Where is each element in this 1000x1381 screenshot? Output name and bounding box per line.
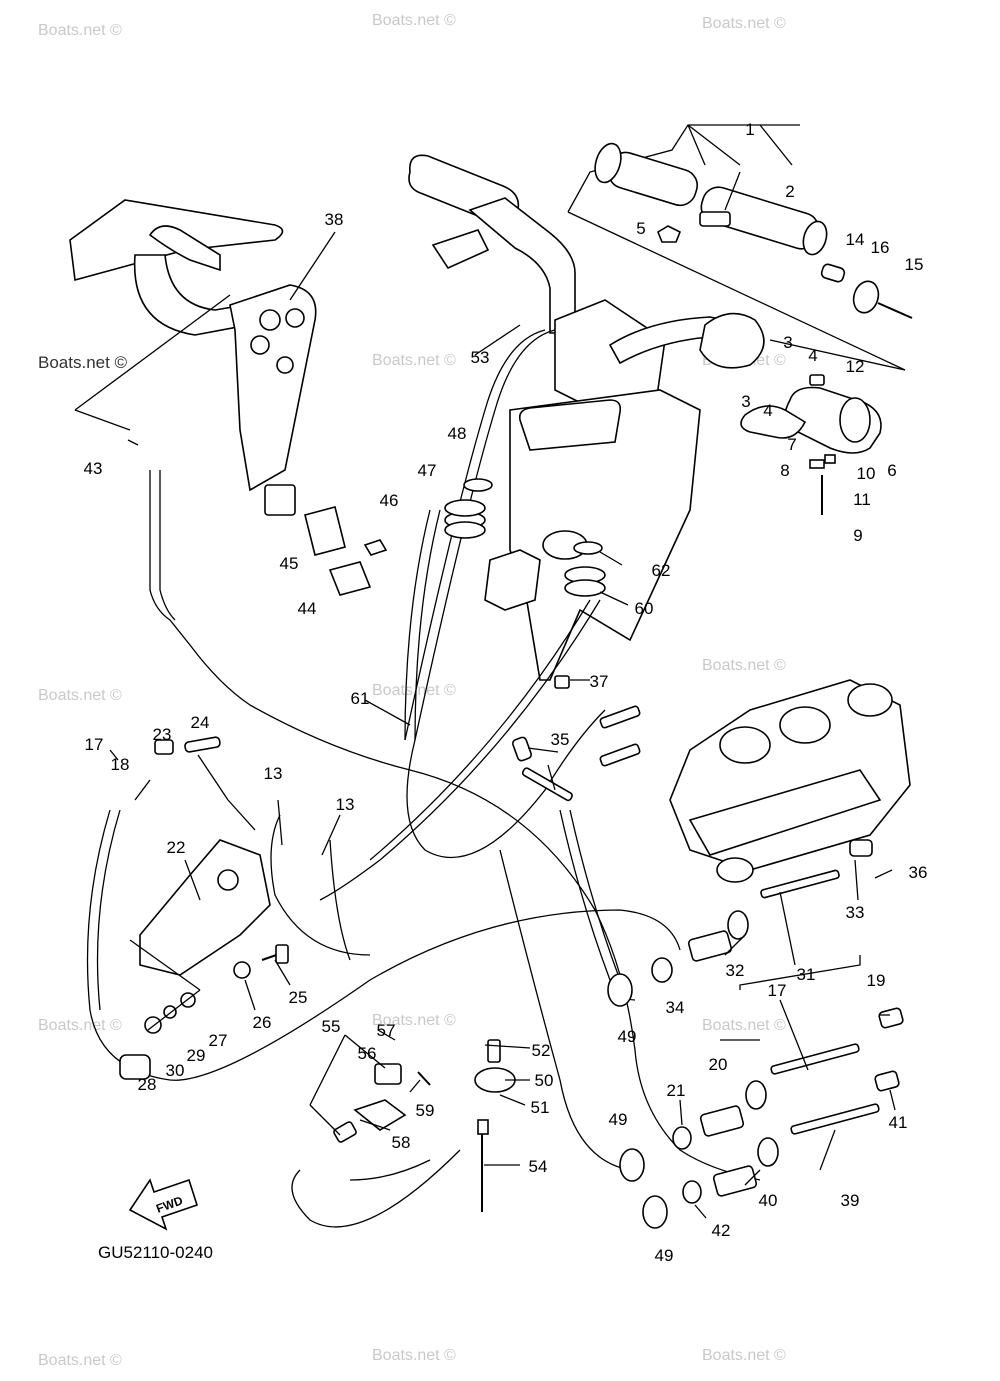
watermark: Boats.net © — [372, 352, 456, 369]
callout-59: 59 — [416, 1101, 435, 1120]
callout-45: 45 — [280, 554, 299, 573]
callout-43: 43 — [84, 459, 103, 478]
callout-2: 2 — [785, 182, 794, 201]
fittings — [119, 478, 904, 1229]
callout-28: 28 — [138, 1075, 157, 1094]
diagram-code: GU52110-0240 — [98, 1243, 213, 1262]
callout-56: 56 — [358, 1044, 377, 1063]
watermark: Boats.net © — [702, 1017, 786, 1034]
grip-assembly — [567, 124, 913, 371]
callout-34: 34 — [666, 998, 685, 1017]
watermark: Boats.net © — [38, 1352, 122, 1369]
callout-53: 53 — [471, 348, 490, 367]
callout-42: 42 — [712, 1221, 731, 1240]
callout-18: 18 — [111, 755, 130, 774]
callout-numbers: 1 2 3 3 4 4 5 6 7 8 9 10 11 12 13 13 14 … — [84, 120, 928, 1265]
callout-8: 8 — [780, 461, 789, 480]
callout-41: 41 — [889, 1113, 908, 1132]
callout-61: 61 — [351, 689, 370, 708]
callout-5: 5 — [636, 219, 645, 238]
callout-39: 39 — [841, 1191, 860, 1210]
watermark: Boats.net © — [372, 682, 456, 699]
callout-52: 52 — [532, 1041, 551, 1060]
callout-6: 6 — [887, 461, 896, 480]
callout-47: 47 — [418, 461, 437, 480]
callout-29: 29 — [187, 1046, 206, 1065]
callout-22: 22 — [167, 838, 186, 857]
callout-49: 49 — [655, 1246, 674, 1265]
callout-1: 1 — [745, 120, 754, 139]
callout-54: 54 — [529, 1157, 548, 1176]
callout-58: 58 — [392, 1133, 411, 1152]
callout-14: 14 — [846, 230, 865, 249]
watermark: Boats.net © — [372, 1012, 456, 1029]
switch-housing — [740, 339, 906, 515]
callout-62: 62 — [652, 561, 671, 580]
watermark: Boats.net © — [372, 12, 456, 29]
watermarks: Boats.net © Boats.net © Boats.net © Boat… — [38, 12, 786, 1369]
callout-38: 38 — [325, 210, 344, 229]
callout-30: 30 — [166, 1061, 185, 1080]
watermark: Boats.net © — [702, 15, 786, 32]
throttle-lever — [69, 199, 317, 516]
callout-37: 37 — [590, 672, 609, 691]
carburetor-body — [669, 679, 911, 883]
cables — [86, 329, 761, 1228]
watermark: Boats.net © — [702, 657, 786, 674]
callout-51: 51 — [531, 1098, 550, 1117]
callout-9: 9 — [853, 526, 862, 545]
callout-12: 12 — [846, 357, 865, 376]
callout-19: 19 — [867, 971, 886, 990]
fwd-arrow: FWD — [128, 1178, 199, 1231]
callout-13: 13 — [264, 764, 283, 783]
watermark: Boats.net © — [702, 1347, 786, 1364]
watermark: Boats.net © — [372, 1347, 456, 1364]
leader-lines — [109, 231, 896, 1219]
bracket-set — [304, 506, 388, 596]
callout-49: 49 — [618, 1027, 637, 1046]
callout-60: 60 — [635, 599, 654, 618]
callout-40: 40 — [759, 1191, 778, 1210]
callout-10: 10 — [857, 464, 876, 483]
cable-bracket — [139, 736, 271, 976]
callout-26: 26 — [253, 1013, 272, 1032]
watermark: Boats.net © — [38, 1017, 122, 1034]
callout-11: 11 — [853, 490, 871, 509]
callout-32: 32 — [726, 961, 745, 980]
callout-50: 50 — [535, 1071, 554, 1090]
callout-24: 24 — [191, 713, 210, 732]
watermark: Boats.net © — [38, 687, 122, 704]
callout-4: 4 — [808, 346, 817, 365]
callout-57: 57 — [377, 1021, 396, 1040]
callout-13: 13 — [336, 795, 355, 814]
callout-25: 25 — [289, 988, 308, 1007]
callout-3: 3 — [783, 333, 792, 352]
callout-4: 4 — [763, 401, 772, 420]
callout-36: 36 — [909, 863, 928, 882]
handlebar-column — [408, 154, 765, 681]
callout-27: 27 — [209, 1031, 228, 1050]
callout-3: 3 — [741, 392, 750, 411]
callout-48: 48 — [448, 424, 467, 443]
callout-46: 46 — [380, 491, 399, 510]
callout-21: 21 — [667, 1081, 686, 1100]
callout-55: 55 — [322, 1017, 341, 1036]
callout-31: 31 — [797, 965, 816, 984]
callout-17: 17 — [768, 981, 787, 1000]
callout-49: 49 — [609, 1110, 628, 1129]
watermark: Boats.net © — [38, 353, 128, 372]
callout-23: 23 — [153, 725, 172, 744]
callout-7: 7 — [787, 435, 796, 454]
callout-33: 33 — [846, 903, 865, 922]
callout-15: 15 — [905, 255, 924, 274]
callout-44: 44 — [298, 599, 317, 618]
callout-17: 17 — [85, 735, 104, 754]
callout-35: 35 — [551, 730, 570, 749]
callout-20: 20 — [709, 1055, 728, 1074]
watermark: Boats.net © — [38, 22, 122, 39]
callout-16: 16 — [871, 238, 890, 257]
